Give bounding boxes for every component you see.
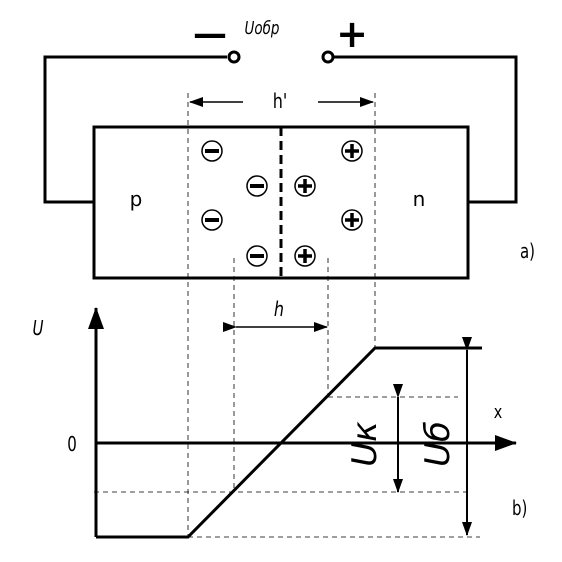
right-terminal [321, 50, 335, 64]
zero-label: 0 [67, 434, 77, 457]
ub-label: Uб [418, 421, 458, 467]
external-circuit [43, 50, 518, 204]
x-axis-label: x [494, 401, 503, 422]
negative-ions [201, 140, 268, 267]
left-terminal [227, 50, 241, 64]
negative-ion [201, 140, 223, 162]
n-region-label: n [413, 187, 426, 211]
h-label: h [274, 298, 284, 321]
minus-sign: — [193, 14, 227, 54]
u-axis-label: U [33, 318, 44, 341]
panel-b-label: b) [512, 498, 527, 521]
negative-ion [246, 245, 268, 267]
guide-lines [94, 93, 480, 538]
plus-sign: + [336, 12, 368, 56]
voltage-source-label: Uобр [244, 17, 279, 38]
uk-label: Uк [345, 421, 385, 467]
positive-ion [294, 245, 316, 267]
negative-ion [201, 209, 223, 231]
panel-a-label: a) [520, 241, 535, 264]
h-prime-label: h' [273, 90, 288, 113]
p-region-label: p [130, 187, 143, 211]
positive-ion [341, 140, 363, 162]
positive-ion [294, 175, 316, 197]
positive-ions [294, 140, 363, 267]
positive-ion [341, 209, 363, 231]
potential-curve [96, 346, 482, 539]
negative-ion [246, 175, 268, 197]
